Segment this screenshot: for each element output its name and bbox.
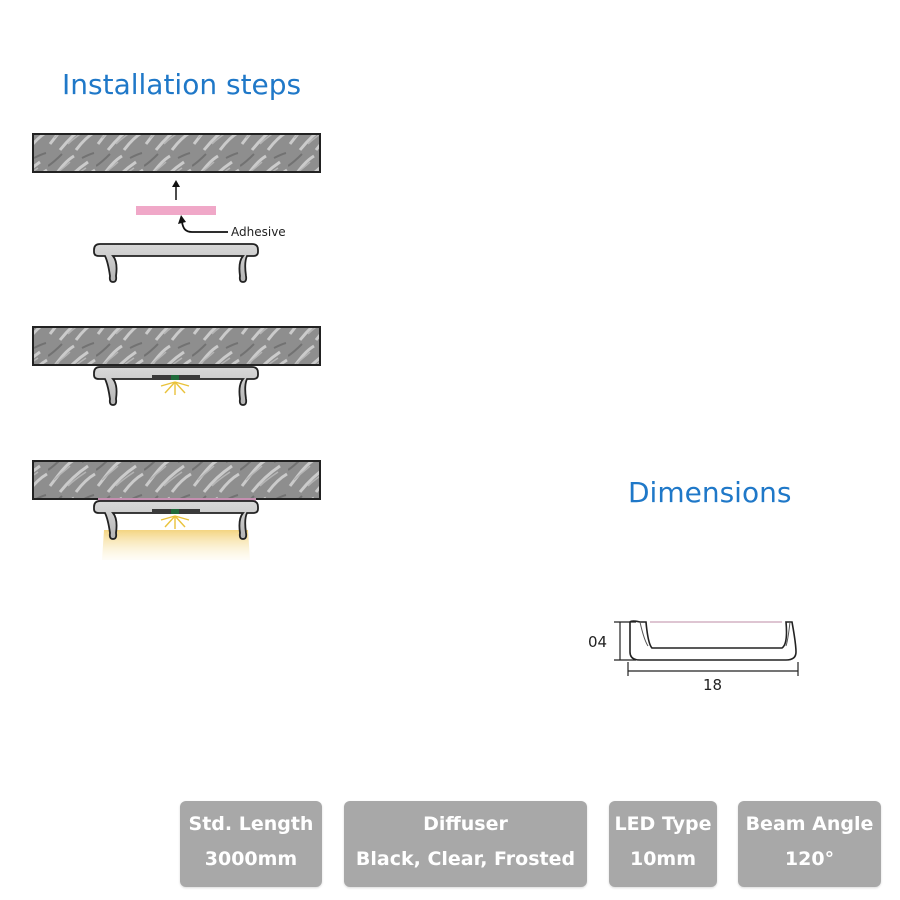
- ceiling-surface: [32, 133, 321, 173]
- ceiling-surface: [32, 460, 321, 500]
- ceiling-surface: [32, 326, 321, 366]
- spec-label: Beam Angle: [745, 813, 874, 835]
- aluminium-profile: [93, 500, 259, 540]
- spec-value: Black, Clear, Frosted: [355, 848, 576, 870]
- spec-card-beam-angle: Beam Angle 120°: [738, 801, 881, 887]
- spec-label: Std. Length: [188, 813, 314, 835]
- width-dimension-label: 18: [703, 676, 722, 694]
- spec-label: Diffuser: [423, 813, 508, 835]
- spec-value: 120°: [784, 848, 835, 870]
- light-rays-icon: [160, 515, 190, 529]
- installation-title: Installation steps: [62, 68, 302, 101]
- spec-label: LED Type: [614, 813, 712, 835]
- install-step-2: [32, 326, 321, 406]
- install-step-3: [32, 460, 321, 560]
- profile-cross-section: [629, 620, 797, 661]
- led-chip: [171, 375, 179, 380]
- dimensions-title: Dimensions: [628, 476, 792, 509]
- pointer-arrow-icon: [178, 215, 228, 233]
- install-step-1: Adhesive: [32, 133, 321, 283]
- adhesive-tape: [136, 206, 216, 215]
- light-rays-icon: [160, 381, 190, 395]
- led-chip: [171, 509, 179, 514]
- height-dimension-line: [614, 621, 636, 661]
- spec-card-diffuser: Diffuser Black, Clear, Frosted: [344, 801, 587, 887]
- spec-value: 3000mm: [204, 848, 298, 870]
- aluminium-profile: [93, 366, 259, 406]
- aluminium-profile: [93, 243, 259, 283]
- spec-card-led-type: LED Type 10mm: [609, 801, 717, 887]
- spec-value: 10mm: [629, 848, 697, 870]
- width-dimension-line: [627, 662, 799, 676]
- adhesive-label: Adhesive: [231, 225, 286, 239]
- light-glow: [102, 530, 250, 560]
- up-arrow-icon: [172, 180, 180, 200]
- adhesive-layer: [98, 498, 256, 501]
- spec-card-length: Std. Length 3000mm: [180, 801, 322, 887]
- height-dimension-label: 04: [588, 633, 607, 651]
